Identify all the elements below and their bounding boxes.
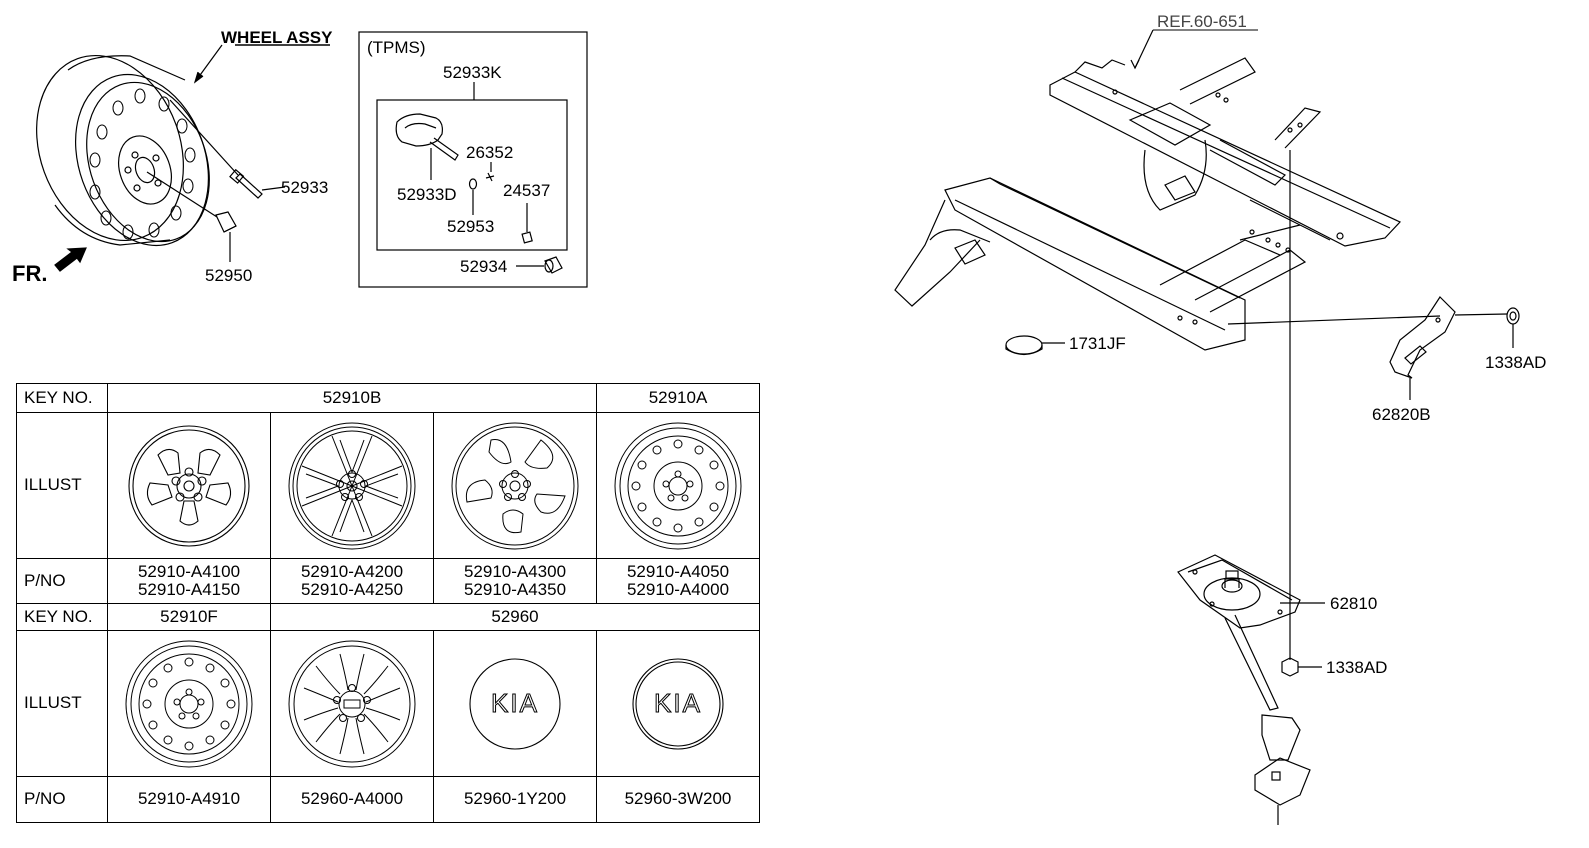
wheel-illust-alloy-10spoke: [270, 412, 434, 559]
wheel-cover-illust: [270, 630, 434, 777]
part-26352-label: 26352: [466, 143, 514, 162]
part-24537-label: 24537: [503, 181, 551, 200]
part-52953-label: 52953: [447, 217, 495, 236]
part-1338AD-top-label: 1338AD: [1485, 353, 1547, 372]
wheel-illust-alloy-5spoke: [107, 412, 271, 559]
part-number: 52910-A4250: [300, 580, 404, 599]
valve-stem-illustration: [229, 168, 263, 199]
wheel-illust-steel: [596, 412, 760, 559]
ref-label: REF.60-651: [1157, 12, 1247, 31]
wheel-assy-title: WHEEL ASSY: [221, 28, 333, 47]
pno-label-2: P/NO: [16, 776, 108, 823]
part-1731JF-label: 1731JF: [1069, 334, 1126, 353]
part-52933K-label: 52933K: [443, 63, 502, 82]
tpms-title: (TPMS): [367, 38, 426, 57]
part-number: 52910-A4200: [300, 561, 404, 581]
floor-frame-illustration: [894, 57, 1402, 351]
part-62810-label: 62810: [1330, 594, 1378, 613]
part-number: 52910-A4050: [626, 561, 730, 581]
part-62820B-label: 62820B: [1372, 405, 1431, 424]
part-number: 52960-A4000: [270, 776, 434, 823]
part-52950-label: 52950: [205, 266, 253, 285]
tpms-cap-illustration: [544, 256, 563, 274]
key-no-label: KEY NO.: [16, 383, 108, 413]
illust-label-2: ILLUST: [16, 630, 108, 777]
steel-wheel-illustration: [36, 54, 210, 247]
spare-tire-carrier-illustration: [1177, 554, 1311, 825]
illust-label: ILLUST: [16, 412, 108, 559]
key-52910F: 52910F: [107, 603, 271, 631]
tpms-washer-illustration: [468, 178, 478, 190]
wheel-parts-table: KEY NO. 52910B 52910A ILLUST: [16, 383, 760, 823]
emblem-text: KIA: [491, 688, 539, 718]
key-52910B: 52910B: [107, 383, 597, 413]
emblem-text: KIA: [654, 688, 702, 718]
part-number: 52910-A4300: [463, 561, 567, 581]
part-number: 52910-A4350: [463, 580, 567, 599]
part-number: 52910-A4100: [137, 561, 241, 581]
key-52910A: 52910A: [596, 383, 760, 413]
tpms-valve-core-illustration: [521, 231, 533, 244]
pno-label: P/NO: [16, 558, 108, 604]
flange-nut-bottom-illustration: [1281, 657, 1299, 677]
part-52934-label: 52934: [460, 257, 508, 276]
part-52933-label: 52933: [281, 178, 329, 197]
part-number: 52910-A4000: [626, 580, 730, 599]
part-1338AD-bottom-label: 1338AD: [1326, 658, 1388, 677]
wheel-illust-steel-2: [107, 630, 271, 777]
part-52933D-label: 52933D: [397, 185, 457, 204]
key-no-label-2: KEY NO.: [16, 603, 108, 631]
part-number: 52910-A4150: [137, 580, 241, 599]
wheel-illust-alloy-twisted: [433, 412, 597, 559]
key-52960: 52960: [270, 603, 760, 631]
bracket-illustration: [1389, 296, 1456, 379]
emblem-illust-2: KIA: [596, 630, 760, 777]
part-number: 52960-3W200: [596, 776, 760, 823]
flange-nut-illustration: [1506, 307, 1520, 325]
lug-nut-illustration: [215, 211, 237, 233]
floor-plug-illustration: [1005, 335, 1043, 356]
tpms-sensor-illustration: [395, 113, 459, 161]
part-number: 52960-1Y200: [433, 776, 597, 823]
emblem-illust-1: KIA: [433, 630, 597, 777]
part-number: 52910-A4910: [107, 776, 271, 823]
tpms-screw-illustration: [485, 172, 495, 182]
front-arrow-icon: [54, 247, 87, 272]
front-direction-label: FR.: [12, 261, 48, 286]
